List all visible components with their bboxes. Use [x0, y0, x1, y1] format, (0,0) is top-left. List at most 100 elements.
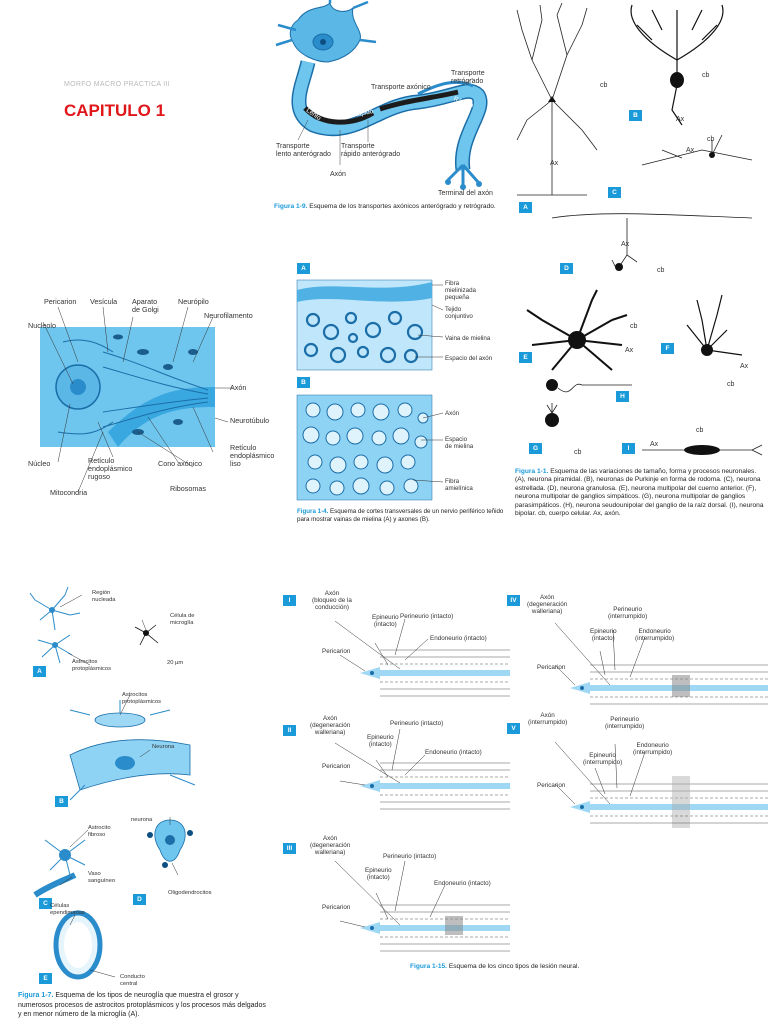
label-reticulo-liso: Retículo endoplásmico liso: [230, 443, 275, 468]
lesion-diagram: [334, 860, 510, 952]
label-ax-i: Ax: [650, 441, 659, 448]
panel-badge: V: [507, 723, 520, 734]
caption-text: Esquema de los transportes axónicos ante…: [309, 203, 496, 210]
label-pericarion: Pericarion: [537, 782, 566, 789]
label-ribosomas: Ribosomas: [170, 484, 206, 493]
caption-number: Figura 1-7.: [18, 992, 54, 999]
label-pericarion: Pericarion: [537, 664, 566, 671]
label-axon: Axón (degeneración walleriana): [310, 715, 351, 737]
badge-b: B: [297, 377, 310, 388]
lesion-diagram: [554, 622, 768, 705]
lesion-panel-ii: II Axón (degeneración walleriana) Epineu…: [280, 715, 510, 825]
badge-a: A: [33, 666, 46, 677]
figure-1-4: A B Fibra mielinizada pequeña T: [293, 260, 508, 535]
caption-number: Figura 1-9.: [274, 203, 308, 210]
badge-g: G: [529, 443, 542, 454]
neuron-structure-illustration: [40, 306, 233, 493]
label-ax-c: Ax: [686, 147, 695, 154]
label-cb-e: cb: [630, 323, 638, 330]
neuron-structure-diagram: Pericarion Vesícula Aparato de Golgi Neu…: [28, 292, 278, 502]
label-pericarion: Pericarion: [322, 648, 351, 655]
label-cb-g: cb: [574, 449, 582, 456]
label-neurotubulo: Neurotúbulo: [230, 416, 270, 425]
label-axon: Axón: [330, 171, 346, 178]
badge-h: H: [616, 391, 629, 402]
label-terminal-axon: Terminal del axón: [438, 190, 493, 197]
caption-figure-1-4: Figura 1-4. Esquema de cortes transversa…: [297, 508, 505, 524]
label-epineurio: Epineurio (intacto): [365, 867, 392, 882]
lesion-diagram: [554, 741, 768, 828]
caption-number: Figura 1-15.: [410, 963, 448, 970]
label-endoneurio: Endoneurio (intacto): [434, 880, 491, 887]
course-header: MORFO MACRO PRACTICA III: [64, 81, 170, 88]
badge-d: D: [133, 894, 146, 905]
label-axon: Axón (interrumpido): [528, 712, 568, 727]
panel-badge: III: [283, 843, 296, 854]
label-ax-e: Ax: [625, 347, 634, 354]
label-transporte-retrogrado: Transporte retrógrado: [451, 70, 485, 85]
label-epineurio: Epineurio (interrumpido): [583, 752, 623, 767]
label-celulas-ependimarias: Células ependimarias: [50, 903, 85, 916]
label-perineurio: Perineurio (intacto): [390, 720, 444, 727]
caption-text: Esquema de cortes transversales de un ne…: [297, 508, 504, 523]
label-endoneurio: Endoneurio (intacto): [425, 749, 482, 756]
lesion-panel-iii: III Axón (degeneración walleriana) Epine…: [280, 833, 510, 953]
axon-transport-illustration: [275, 0, 488, 190]
badge-f: F: [661, 343, 674, 354]
badge-d: D: [560, 263, 573, 274]
label-oligodendrocitos: Oligodendrocitos: [168, 890, 212, 896]
label-axon: Axón (bloqueo de la conducción): [312, 590, 352, 612]
label-espacio-axon: Espacio del axón: [445, 355, 493, 362]
label-axon: Axón (degeneración walleriana): [310, 835, 351, 857]
label-cb-d: cb: [657, 267, 665, 274]
neuron-variations-illustration: [516, 2, 763, 456]
label-axon: Axón: [230, 383, 247, 392]
label-endoneurio: Endoneurio (intacto): [430, 635, 487, 642]
label-cb-h: cb: [727, 381, 735, 388]
label-region-nucleada: Región nucleada: [92, 590, 116, 603]
badge-b: B: [629, 110, 642, 121]
label-fibra-mielinizada: Fibra mielinizada pequeña: [445, 280, 476, 301]
label-vaso-sanguineo: Vaso sanguíneo: [88, 871, 116, 884]
label-cono-axonico: Cono axónico: [158, 459, 202, 468]
label-cb-i: cb: [696, 427, 704, 434]
label-perineurio: Perineurio (intacto): [383, 853, 437, 860]
label-ax-d: Ax: [621, 241, 630, 248]
label-perineurio: Perineurio (interrumpido): [608, 606, 648, 621]
label-vaina-mielina: Vaina de mielina: [445, 335, 491, 342]
label-celula-microglia: Célula de microglía: [170, 613, 195, 626]
figure-1-15: I Axón (bloqueo de la conducción) Epineu…: [280, 585, 768, 985]
label-vesicula: Vesícula: [90, 297, 118, 306]
scale-bar-label: 20 µm: [167, 660, 184, 666]
label-tejido-conjuntivo: Tejido conjuntivo: [445, 306, 473, 320]
badge-a: A: [297, 263, 310, 274]
label-neurona: Neurona: [152, 744, 175, 750]
label-nucleolo: Nucleolo: [28, 321, 56, 330]
badge-b: B: [55, 796, 68, 807]
label-endoneurio: Endoneurio (interrumpido): [633, 742, 673, 757]
caption-number: Figura 1-4.: [297, 508, 329, 515]
badge-i: I: [622, 443, 635, 454]
panel-badge: II: [283, 725, 296, 736]
lesion-panel-v: V Axón (interrumpido) Epineurio (interru…: [505, 712, 768, 835]
badge-e: E: [519, 352, 532, 363]
figure-1-7: Región nucleada Célula de microglía Astr…: [18, 585, 268, 1024]
label-cb-b: cb: [702, 72, 710, 79]
lesion-diagram: [334, 618, 510, 697]
label-endoneurio: Endoneurio (interrumpido): [635, 628, 675, 643]
label-ax-f: Ax: [740, 363, 749, 370]
label-astrocitos-protoplasmicos: Astrocitos protoplásmicos: [72, 659, 111, 672]
chapter-title: CAPITULO 1: [64, 101, 166, 120]
badge-a: A: [519, 202, 532, 213]
lesion-panel-iv: IV Axón (degeneración walleriana) Epineu…: [505, 585, 768, 710]
label-lento-anterogrado: Transporte lento anterógrado: [276, 143, 331, 158]
label-epineurio: Epineurio (intacto): [372, 614, 399, 629]
label-axon-b: Axón: [445, 410, 460, 417]
caption-text: Esquema de los tipos de neuroglía que mu…: [18, 992, 266, 1018]
caption-figure-1-1: Figura 1-1. Esquema de las variaciones d…: [515, 468, 765, 518]
caption-figure-1-7: Figura 1-7. Esquema de los tipos de neur…: [18, 991, 268, 1020]
figure-1-9: Lento Rápido Rápido Transporte axónico T…: [268, 0, 503, 230]
caption-number: Figura 1-1.: [515, 468, 549, 475]
label-perineurio: Perineurio (intacto): [400, 613, 454, 620]
caption-text: Esquema de los cinco tipos de lesión neu…: [448, 963, 580, 970]
